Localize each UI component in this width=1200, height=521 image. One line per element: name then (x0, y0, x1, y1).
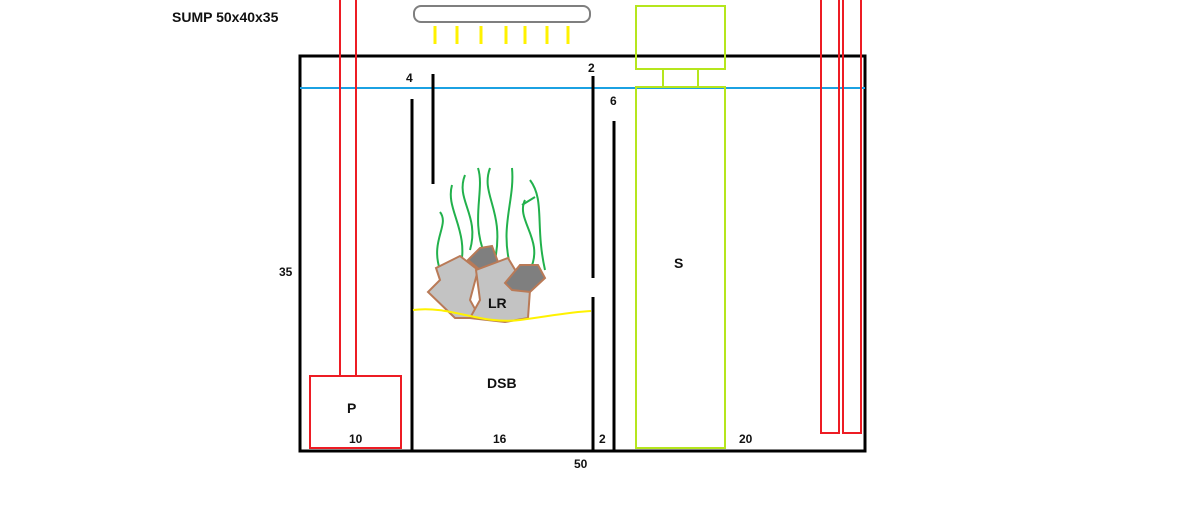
width-20-label: 20 (739, 432, 753, 446)
live-rock-label: LR (488, 295, 507, 311)
dsb-label: DSB (487, 375, 517, 391)
sump-tank (298, 54, 867, 453)
width-10-label: 10 (349, 432, 363, 446)
light-rays (433, 26, 570, 44)
macro-algae (436, 167, 546, 271)
total-length-label: 50 (574, 457, 588, 471)
width-2-label: 2 (599, 432, 606, 446)
gap-4-label: 4 (406, 71, 413, 85)
pump-label: P (347, 400, 356, 416)
skimmer-label: S (674, 255, 683, 271)
protein-skimmer (635, 5, 726, 449)
sand-surface (412, 308, 592, 322)
light-fixture (413, 5, 591, 44)
gap-2-label: 2 (588, 61, 595, 75)
drain-pipes (820, 0, 862, 434)
baffles (410, 74, 616, 451)
diagram-title: SUMP 50x40x35 (172, 9, 279, 25)
height-label: 35 (279, 265, 293, 279)
return-pump (309, 0, 402, 449)
gap-6-label: 6 (610, 94, 617, 108)
width-16-label: 16 (493, 432, 507, 446)
